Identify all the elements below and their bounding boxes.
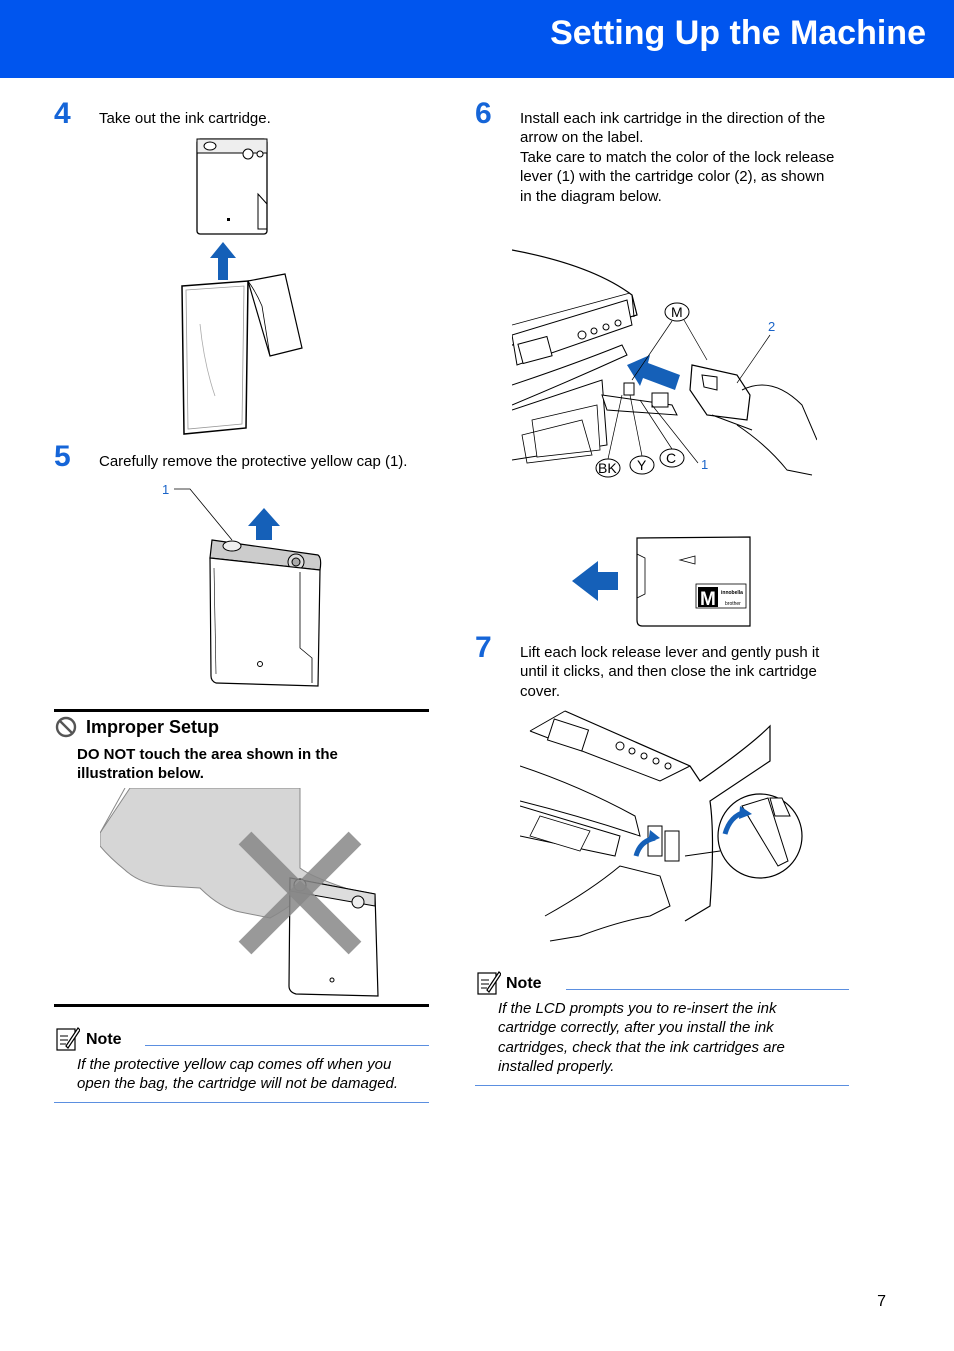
prohibited-icon: [55, 716, 77, 738]
step-6-text-line: in the diagram below.: [520, 187, 662, 205]
note-right-text-line: installed properly.: [498, 1058, 615, 1076]
step-5-text: Carefully remove the protective yellow c…: [99, 453, 408, 470]
page-title: Setting Up the Machine: [550, 14, 926, 52]
figure-cartridge-label: M innobella brother: [572, 536, 751, 627]
callout-color-c: C: [666, 450, 676, 466]
page-header: Setting Up the Machine: [0, 0, 954, 78]
callout-color-bk: BK: [598, 460, 617, 476]
step-4-text: Take out the ink cartridge.: [99, 110, 271, 127]
figure-close-cover: [520, 710, 803, 942]
label-brand-top: innobella: [721, 590, 743, 596]
note-pencil-icon: [477, 971, 501, 995]
step-4-number: 4: [54, 97, 71, 130]
figure-remove-cap: 1: [162, 482, 322, 687]
callout-cartridge: 2: [768, 319, 775, 334]
figure-install-cartridge: M 2 BK Y C 1: [512, 249, 817, 478]
step-6-text-line: lever (1) with the cartridge color (2), …: [520, 168, 825, 186]
callout-color-y: Y: [637, 457, 647, 473]
figure-do-not-touch: [100, 788, 379, 997]
step-6-text-line: Install each ink cartridge in the direct…: [520, 110, 826, 127]
step-7-text-line: Lift each lock release lever and gently …: [520, 644, 820, 661]
improper-bottom-rule: [54, 1004, 429, 1007]
step-6-text-line: arrow on the label.: [520, 129, 644, 147]
label-color-letter: M: [700, 589, 716, 610]
note-right-title: Note: [506, 975, 542, 992]
improper-title: Improper Setup: [86, 717, 220, 737]
note-right-text-line: cartridges, check that the ink cartridge…: [498, 1038, 785, 1056]
note-left-title: Note: [86, 1031, 122, 1048]
arrow-left-icon: [627, 355, 680, 390]
note-right-text-line: cartridge correctly, after you install t…: [498, 1019, 774, 1037]
note-left-text-line: open the bag, the cartridge will not be …: [77, 1075, 399, 1093]
step-6-number: 6: [475, 97, 492, 130]
note-left-bottom-rule: [54, 1102, 429, 1103]
arrow-left-icon: [572, 561, 618, 601]
note-left-top-rule: [145, 1045, 429, 1046]
callout-cap: 1: [162, 482, 169, 497]
label-brand: brother: [725, 601, 741, 607]
step-7-text-line: until it clicks, and then close the ink …: [520, 663, 817, 681]
note-right-text-line: If the LCD prompts you to re-insert the …: [498, 1000, 777, 1017]
step-7-number: 7: [475, 631, 492, 664]
page-number: 7: [877, 1293, 886, 1310]
improper-text-line: DO NOT touch the area shown in the: [77, 746, 338, 763]
arrow-up-icon: [248, 508, 280, 540]
callout-color-m: M: [671, 304, 683, 320]
improper-text-line: illustration below.: [77, 765, 204, 783]
figure-take-out-cartridge: [181, 138, 303, 435]
note-pencil-icon: [56, 1027, 80, 1051]
improper-top-rule: [54, 709, 429, 712]
note-right-bottom-rule: [475, 1085, 849, 1086]
step-6-text-line: Take care to match the color of the lock…: [520, 148, 835, 166]
step-7-text-line: cover.: [520, 682, 561, 700]
note-right-top-rule: [566, 989, 849, 990]
step-5-number: 5: [54, 440, 71, 473]
arrow-up-icon: [210, 242, 236, 280]
note-left-text-line: If the protective yellow cap comes off w…: [77, 1056, 392, 1073]
callout-lever: 1: [701, 457, 708, 472]
